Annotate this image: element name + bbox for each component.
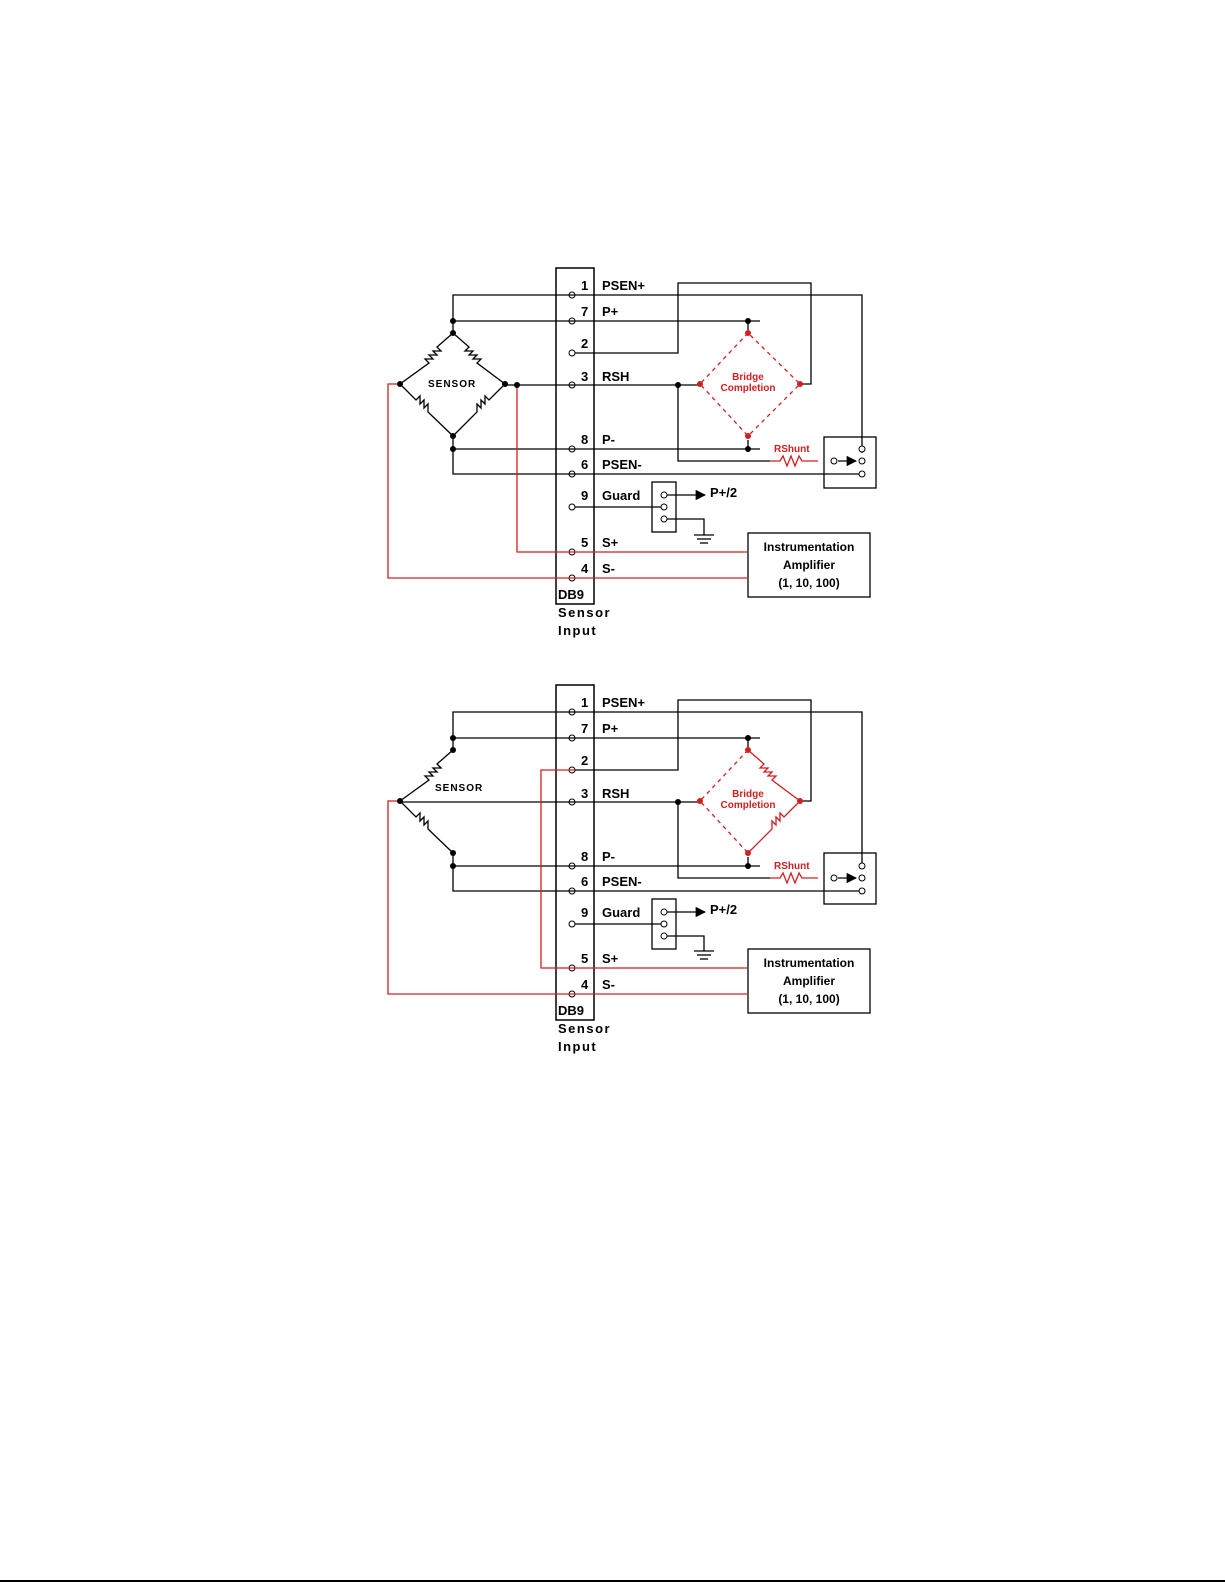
pin-label: PSEN-	[602, 874, 642, 889]
pin-number: 8	[581, 849, 588, 864]
pin-number: 1	[581, 695, 588, 710]
pin-number: 6	[581, 457, 588, 472]
pin-number: 8	[581, 432, 588, 447]
pin-label: S-	[602, 561, 615, 576]
connector-name: DB9	[558, 1003, 584, 1018]
amplifier-label: Amplifier	[783, 974, 835, 988]
pin-label: P+	[602, 304, 619, 319]
pin-number: 2	[581, 753, 588, 768]
pin-number: 5	[581, 951, 588, 966]
pin-label: S+	[602, 535, 619, 550]
pin-label: Guard	[602, 488, 640, 503]
pin-label: S+	[602, 951, 619, 966]
amplifier-label: Instrumentation	[764, 540, 855, 554]
bridge-completion-label: Bridge	[732, 372, 764, 383]
pin-number: 3	[581, 369, 588, 384]
bridge-completion-label: Bridge	[732, 789, 764, 800]
pin-number: 1	[581, 278, 588, 293]
amplifier-label: Instrumentation	[764, 956, 855, 970]
bridge-completion-label: Completion	[721, 800, 776, 811]
pin-number: 4	[581, 561, 589, 576]
pin-number: 3	[581, 786, 588, 801]
pin-number: 4	[581, 977, 589, 992]
pin-terminals	[569, 292, 575, 581]
switch-terminals	[661, 863, 865, 939]
pin-label: P+	[602, 721, 619, 736]
wiring-diagram-full-bridge: 1 PSEN+ 7 P+ 2 3 RSH 8 P- 6 PSEN- 9 Guar…	[388, 268, 876, 638]
pin-label: PSEN+	[602, 695, 645, 710]
connector-caption: Sensor	[558, 605, 611, 620]
connector-caption: Sensor	[558, 1021, 611, 1036]
amplifier-label: (1, 10, 100)	[778, 992, 839, 1006]
page-bottom-rule	[0, 1580, 1225, 1582]
sensor-label: SENSOR	[428, 379, 476, 390]
amplifier-label: Amplifier	[783, 558, 835, 572]
pin-number: 9	[581, 488, 588, 503]
connector-name: DB9	[558, 587, 584, 602]
pin-label: PSEN-	[602, 457, 642, 472]
connector-caption: Input	[558, 623, 597, 638]
bridge-completion-label: Completion	[721, 383, 776, 394]
pin-label: PSEN+	[602, 278, 645, 293]
pin-number: 5	[581, 535, 588, 550]
pin-number: 7	[581, 721, 588, 736]
pin-label: P-	[602, 849, 615, 864]
switch-terminals	[661, 446, 865, 522]
guard-output-label: P+/2	[710, 902, 737, 917]
pin-number: 9	[581, 905, 588, 920]
pin-number: 6	[581, 874, 588, 889]
amplifier-label: (1, 10, 100)	[778, 576, 839, 590]
pin-number: 2	[581, 336, 588, 351]
pin-number: 7	[581, 304, 588, 319]
connector-caption: Input	[558, 1039, 597, 1054]
pin-terminals	[569, 709, 575, 997]
pin-label: Guard	[602, 905, 640, 920]
rshunt-label: RShunt	[774, 861, 810, 872]
rshunt-label: RShunt	[774, 444, 810, 455]
guard-output-label: P+/2	[710, 485, 737, 500]
pin-label: P-	[602, 432, 615, 447]
pin-label: S-	[602, 977, 615, 992]
wiring-diagram-half-bridge: 1 PSEN+ 7 P+ 2 3 RSH 8 P- 6 PSEN- 9 Guar…	[388, 685, 876, 1054]
pin-label: RSH	[602, 786, 629, 801]
sensor-label: SENSOR	[435, 783, 483, 794]
pin-label: RSH	[602, 369, 629, 384]
